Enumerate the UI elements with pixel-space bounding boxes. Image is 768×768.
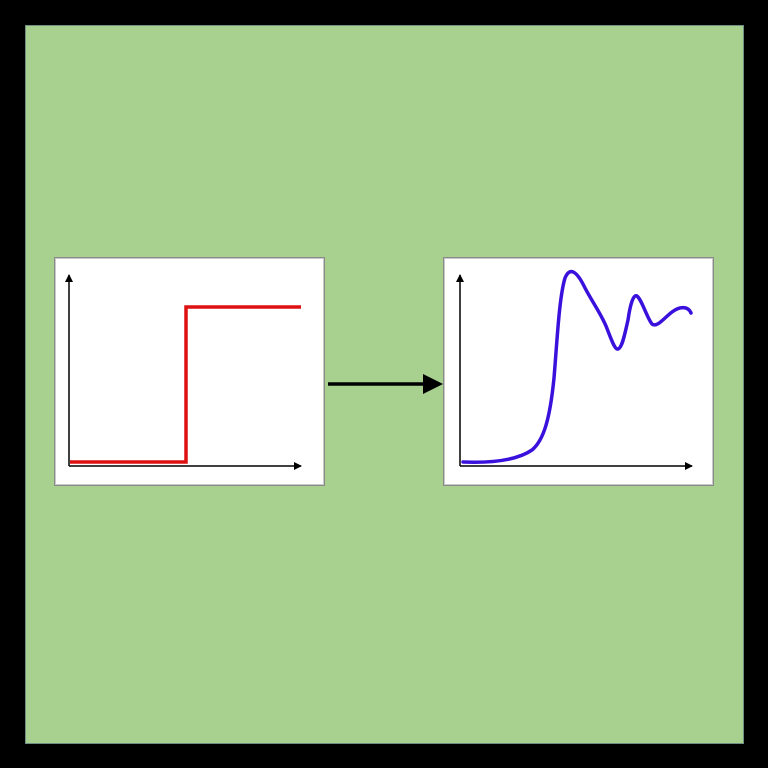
flow-arrow bbox=[328, 374, 443, 394]
input-step-plot bbox=[65, 274, 302, 470]
output-response-plot bbox=[456, 269, 693, 470]
input-step-plot-panel bbox=[54, 257, 325, 486]
response-signal-curve bbox=[461, 269, 693, 464]
output-response-plot-panel bbox=[443, 257, 714, 486]
flow-arrow-head bbox=[423, 374, 443, 394]
step-signal-line bbox=[70, 305, 301, 464]
